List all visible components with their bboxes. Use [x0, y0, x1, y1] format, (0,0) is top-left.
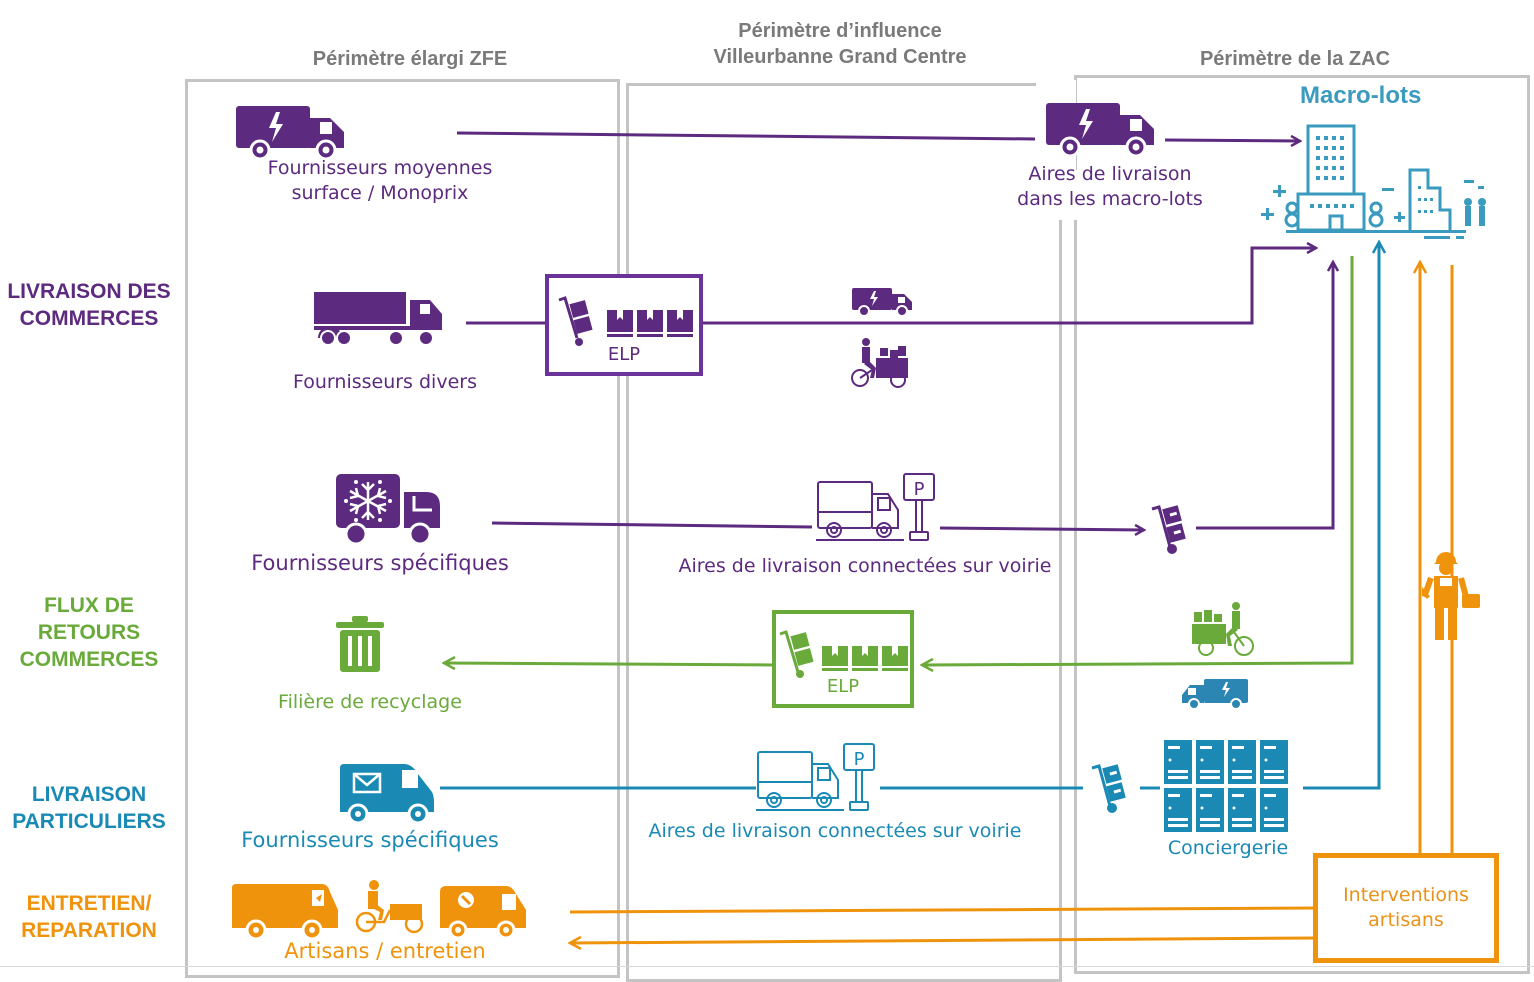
mail-van-icon: [340, 764, 434, 825]
elp-label-retours: ELP: [826, 676, 860, 697]
electric-truck-icon: [236, 106, 344, 160]
node-label-filiere-recyclage: Filière de recyclage: [278, 691, 462, 713]
interventions-box: Interventions artisans: [1313, 853, 1499, 963]
zone-title-zfe: Périmètre élargi ZFE: [312, 48, 508, 70]
bottom-divider: [0, 966, 1534, 967]
flow-aires-to-chariot: [939, 528, 1144, 530]
worker-icon: [1422, 552, 1480, 640]
node-label-aires-macro-lots: Aires de livraison dans les macro-lots: [990, 162, 1230, 212]
interventions-line2: artisans: [1368, 909, 1444, 931]
row-label-commerces-line2: COMMERCES: [19, 307, 159, 330]
node-label-fournisseurs-divers: Fournisseurs divers: [293, 371, 477, 393]
row-label-commerces-line1: LIVRAISON DES: [7, 280, 171, 303]
row-label-particuliers-line1: LIVRAISON: [31, 783, 147, 806]
node-label-fournisseurs-moyennes-line2: surface / Monoprix: [291, 182, 469, 204]
macro-lots-title: Macro-lots: [1300, 82, 1422, 109]
row-label-retours-line3: COMMERCES: [19, 648, 159, 671]
hand-truck-boxes-icon: [779, 630, 908, 678]
row-label-entretien-line1: ENTRETIEN/: [26, 892, 152, 915]
hand-truck-icon: [1091, 764, 1126, 813]
trash-bin-icon: [336, 616, 384, 672]
flow-elp-to-recyclage: [444, 663, 775, 665]
cargo-bike-icon: [355, 880, 424, 934]
van-icon: [232, 884, 338, 940]
row-label-entretien: ENTRETIEN/ REPARATION: [0, 890, 178, 944]
flow-chariot-to-macrolots: [1196, 262, 1333, 530]
truck-parking-icon: P: [816, 473, 935, 541]
electric-truck-icon: [1046, 103, 1154, 157]
row-label-retours: FLUX DE RETOURS COMMERCES: [0, 592, 178, 673]
node-label-aires-voirie-particuliers: Aires de livraison connectées sur voirie: [648, 820, 1022, 842]
flow-elp-to-macrolots: [699, 248, 1316, 325]
row-label-entretien-line2: REPARATION: [21, 919, 157, 942]
row-label-commerces: LIVRAISON DES COMMERCES: [0, 278, 178, 332]
zone-title-influence: Périmètre d’influence Villeurbanne Grand…: [640, 18, 1040, 70]
node-label-conciergerie: Conciergerie: [1167, 837, 1289, 859]
lockers-icon: [1164, 740, 1288, 832]
row-label-particuliers: LIVRAISON PARTICULIERS: [0, 781, 178, 835]
flow-frigo-to-aires: [491, 521, 813, 529]
row-label-particuliers-line2: PARTICULIERS: [12, 810, 166, 833]
cargo-bike-icon: [1192, 602, 1254, 656]
electric-van-icon: [1182, 679, 1248, 710]
electric-van-icon: [852, 288, 912, 317]
elp-label-commerces: ELP: [607, 344, 641, 365]
zone-title-influence-line2: Villeurbanne Grand Centre: [713, 46, 967, 68]
hand-truck-boxes-icon: [558, 296, 693, 346]
flow-aires-to-macrolots: [1164, 140, 1300, 141]
buildings-icon: [1261, 124, 1486, 239]
flow-macrolots-to-elp-retours: [922, 256, 1354, 665]
node-label-fournisseurs-moyennes: Fournisseurs moyennes surface / Monoprix: [230, 156, 530, 206]
flow-artisans-to-interventions: [569, 906, 1317, 914]
truck-parking-icon: P: [756, 743, 875, 811]
zone-title-influence-line1: Périmètre d’influence: [738, 20, 942, 42]
hand-truck-icon: [1151, 505, 1186, 554]
zone-border-gap-2: [1058, 170, 1078, 220]
svg-text:P: P: [854, 749, 865, 770]
refrigerated-truck-icon: [336, 474, 440, 546]
node-label-fournisseurs-specifiques-mail: Fournisseurs spécifiques: [241, 828, 499, 852]
flow-interventions-to-artisans: [570, 938, 1317, 943]
node-label-artisans: Artisans / entretien: [284, 939, 486, 963]
elp-box-retours: ELP: [772, 610, 914, 708]
row-label-retours-line2: RETOURS: [37, 621, 141, 644]
repair-van-icon: [440, 886, 526, 940]
elp-box-commerces: ELP: [545, 274, 703, 376]
cargo-bike-icon: [851, 338, 908, 388]
semi-truck-icon: [314, 292, 442, 346]
row-label-retours-line1: FLUX DE: [44, 594, 134, 617]
svg-text:P: P: [914, 479, 925, 500]
zone-box-zac: [1074, 75, 1530, 974]
flow-conciergerie-to-macrolots: [1303, 242, 1379, 790]
node-label-fournisseurs-specifiques-frigo: Fournisseurs spécifiques: [251, 551, 509, 575]
node-label-aires-macro-lots-line1: Aires de livraison: [1028, 163, 1192, 185]
flow-moyennes-to-aires: [456, 131, 1036, 141]
zone-box-zfe: [185, 79, 620, 978]
node-label-aires-macro-lots-line2: dans les macro-lots: [1017, 188, 1203, 210]
node-label-fournisseurs-moyennes-line1: Fournisseurs moyennes: [267, 157, 493, 179]
node-label-aires-voirie-commerces: Aires de livraison connectées sur voirie: [678, 555, 1052, 577]
zone-title-zac: Périmètre de la ZAC: [1199, 48, 1391, 70]
interventions-line1: Interventions: [1343, 884, 1469, 906]
